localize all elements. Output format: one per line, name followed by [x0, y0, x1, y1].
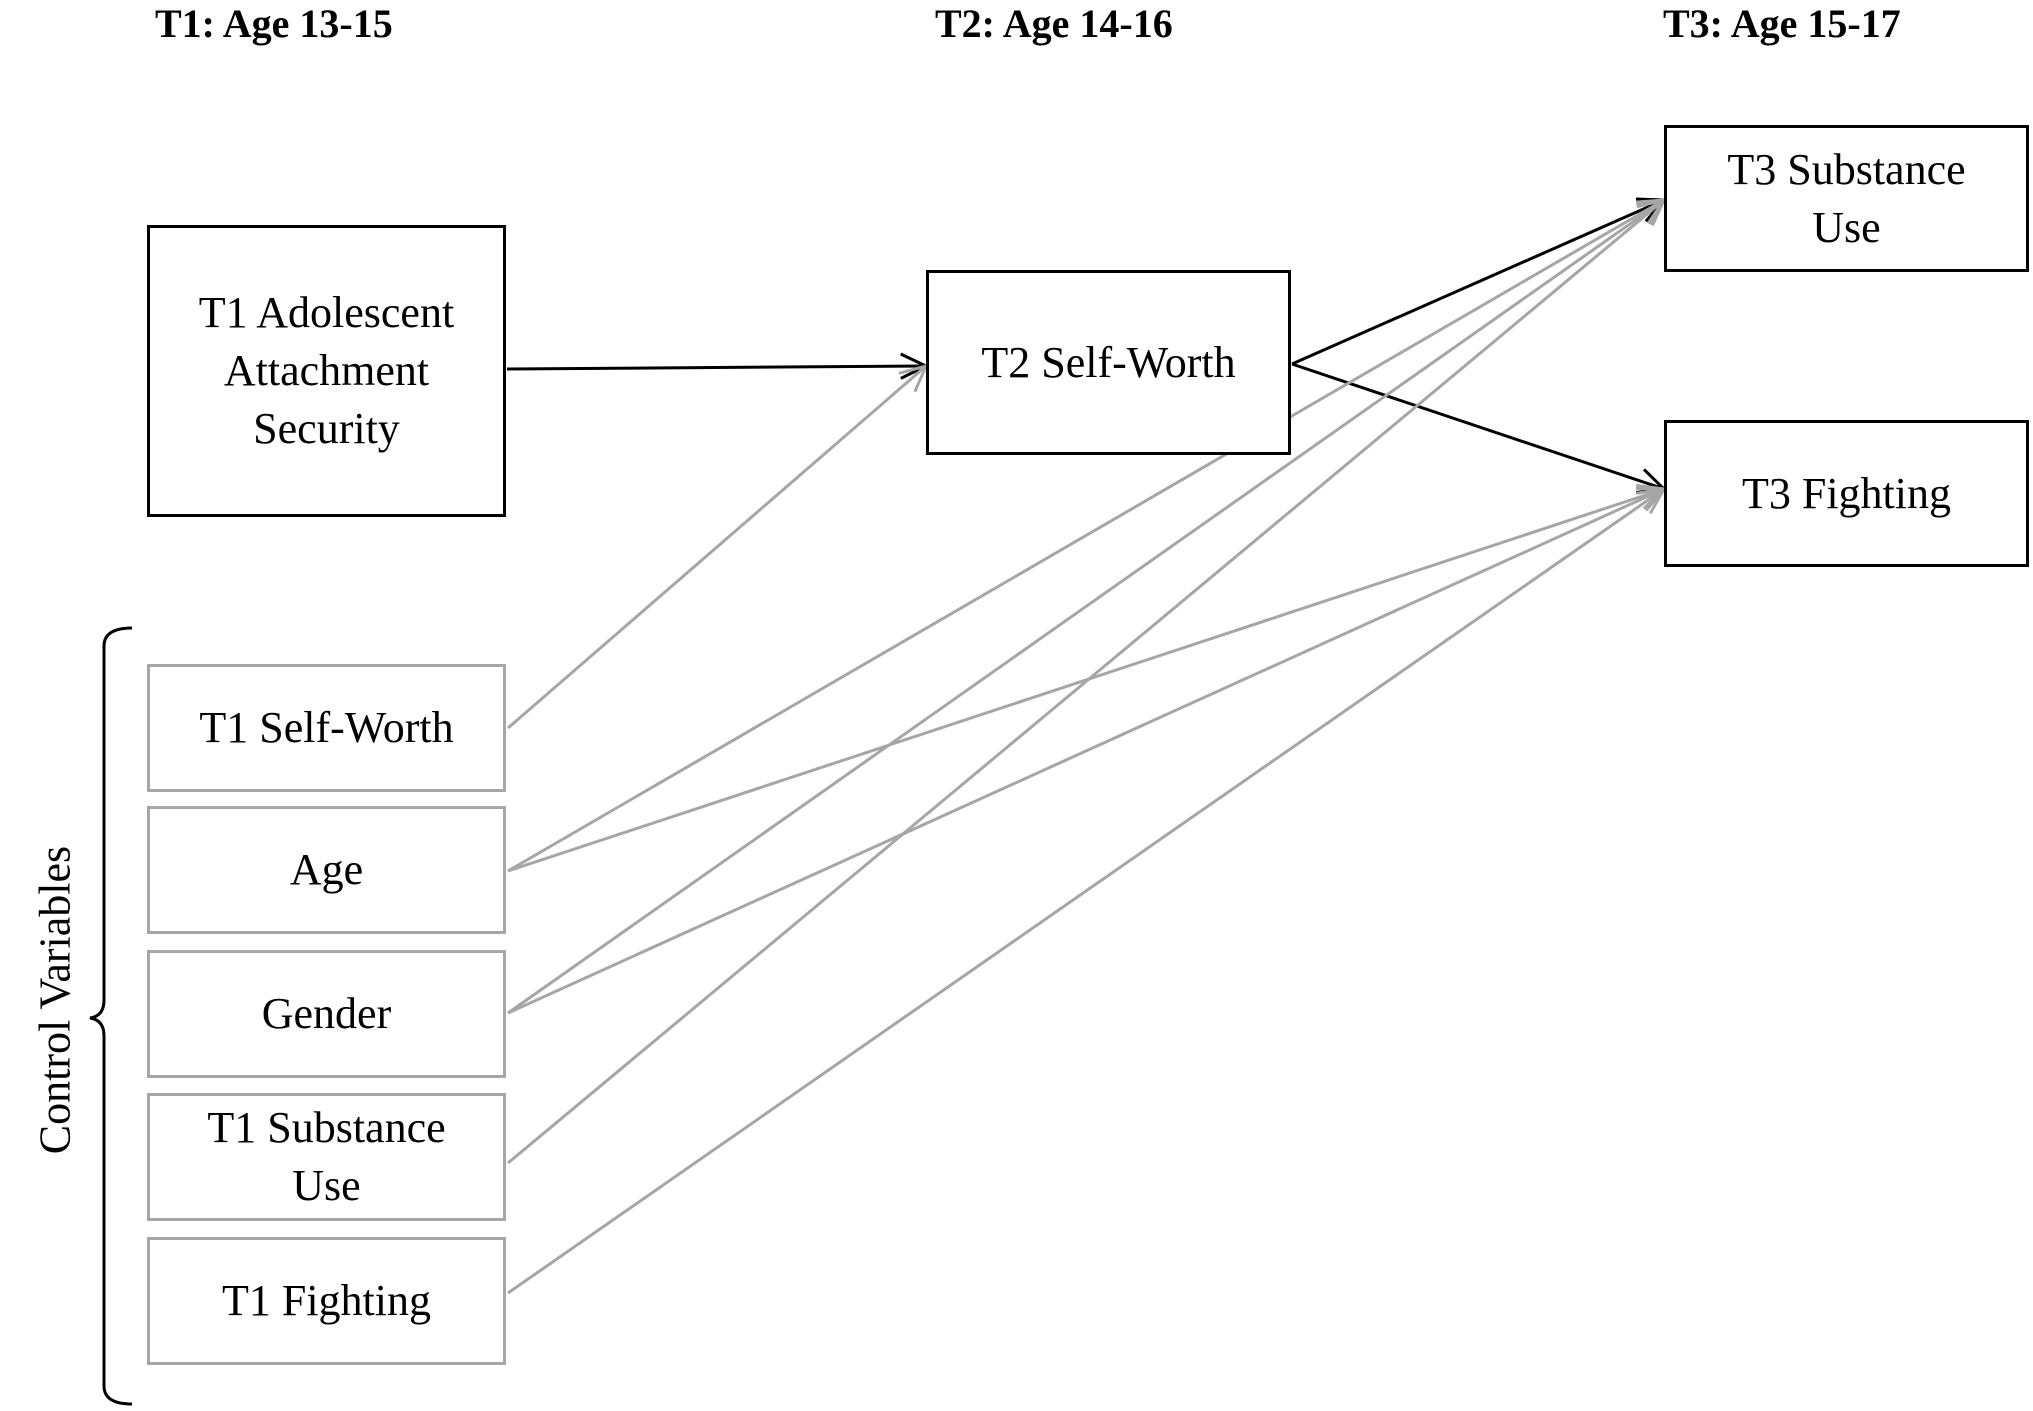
edge-t2_self_worth-to-t3_fighting	[1291, 362, 1665, 491]
edge-gender-to-t3_fighting	[507, 487, 1665, 1015]
edge-t1_substance_use-to-t3_substance_use	[507, 198, 1665, 1165]
node-t1-substance-use-label: T1 Substance Use	[207, 1103, 446, 1210]
node-attachment: T1 Adolescent Attachment Security	[147, 225, 506, 517]
node-t1-self-worth-label: T1 Self-Worth	[199, 703, 454, 752]
node-t3-fighting: T3 Fighting	[1664, 420, 2029, 567]
node-attachment-label: T1 Adolescent Attachment Security	[198, 288, 455, 453]
node-t3-substance-use: T3 Substance Use	[1664, 125, 2029, 272]
node-t1-fighting-label: T1 Fighting	[221, 1276, 432, 1325]
control-bracket	[89, 626, 133, 1406]
header-t1: T1: Age 13-15	[155, 1, 393, 46]
node-age: Age	[147, 806, 506, 934]
header-t3: T3: Age 15-17	[1663, 1, 1901, 46]
node-age-label: Age	[289, 845, 364, 894]
node-t2-self-worth-label: T2 Self-Worth	[981, 337, 1236, 387]
node-t1-substance-use: T1 Substance Use	[147, 1093, 506, 1221]
header-t2: T2: Age 14-16	[935, 1, 1173, 46]
edge-age-to-t3_substance_use	[507, 198, 1665, 873]
node-gender-label: Gender	[261, 989, 392, 1038]
node-t2-self-worth: T2 Self-Worth	[926, 270, 1291, 455]
edge-gender-to-t3_substance_use	[507, 198, 1665, 1015]
edge-t1_fighting-to-t3_fighting	[507, 487, 1665, 1295]
node-t1-self-worth: T1 Self-Worth	[147, 664, 506, 792]
node-t3-substance-use-label: T3 Substance Use	[1727, 144, 1966, 252]
control-variables-label: Control Variables	[30, 845, 80, 1155]
edge-t1_self_worth-to-t2_self_worth	[507, 364, 927, 730]
edge-t2_self_worth-to-t3_substance_use	[1291, 198, 1665, 366]
node-t1-fighting: T1 Fighting	[147, 1237, 506, 1365]
node-t3-fighting-label: T3 Fighting	[1741, 468, 1952, 518]
node-gender: Gender	[147, 950, 506, 1078]
edge-attachment-to-t2_self_worth	[506, 364, 927, 371]
